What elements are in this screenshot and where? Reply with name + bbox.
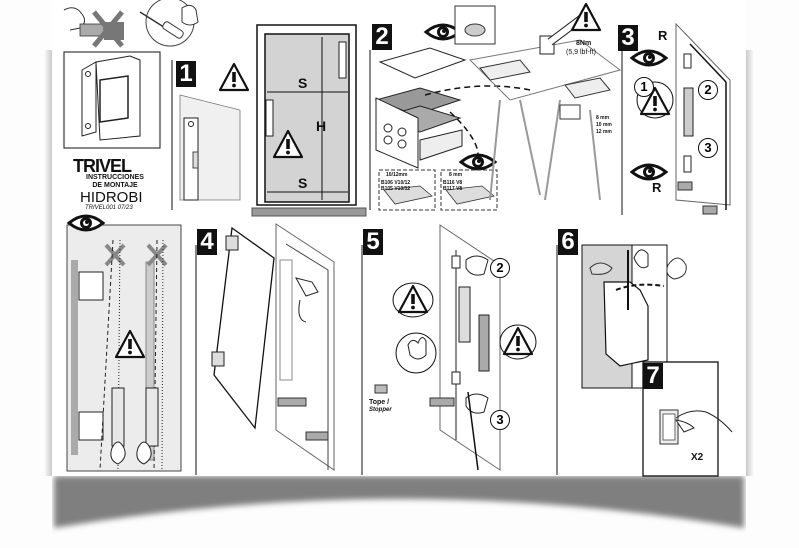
callout-2: 2 — [698, 80, 718, 100]
subtitle-line1: INSTRUCCIONES — [86, 174, 144, 181]
brand-logo: TRIVEL — [73, 156, 132, 176]
page-curl-shadow — [54, 476, 744, 528]
page-shadow-left — [44, 50, 54, 476]
step1-illustration — [179, 24, 367, 217]
warning-icon — [570, 2, 602, 32]
step-number-5: 5 — [363, 229, 383, 255]
variant-a-thickness: 10/12mm — [386, 172, 408, 178]
step2-illustration — [374, 2, 622, 211]
hand-icon — [674, 419, 695, 433]
thumbs-up-icon — [110, 441, 126, 465]
reference-label-bottom: R — [652, 180, 662, 195]
step-number-3: 3 — [618, 25, 638, 51]
step5-illustration — [374, 224, 537, 471]
step-number-2: 2 — [372, 24, 392, 50]
callout-2: 2 — [490, 258, 510, 278]
screwdriver-icon — [633, 249, 649, 269]
stopper-label-en: Stopper — [369, 407, 392, 413]
eye-icon — [459, 153, 497, 171]
thumbs-up-icon — [136, 441, 152, 465]
stopper-label: Tope / — [369, 399, 390, 406]
step-number-7: 7 — [643, 363, 663, 389]
alignment-check-illustration — [66, 214, 182, 472]
step3-illustration — [630, 22, 731, 215]
screwdriver-ok-icon — [139, 0, 199, 47]
variant-a-model: B106 V10/12 — [381, 180, 411, 186]
hand-icon — [465, 393, 489, 414]
variant-b-model: B117 V8 — [443, 186, 463, 192]
torque-value: 8Nm — [576, 40, 592, 47]
warning-icon — [218, 62, 250, 92]
gap-value-10: 10 mm — [596, 122, 612, 128]
subtitle-line2: DE MONTAJE — [92, 182, 138, 189]
model-name: HIDROBI — [80, 189, 143, 206]
reference-label-top: R — [658, 28, 668, 43]
stopper-icon — [374, 384, 388, 394]
dimension-width-bottom: S — [298, 175, 308, 191]
turtle-icon — [589, 262, 613, 275]
hinge-product-image — [63, 51, 161, 149]
step-number-4: 4 — [197, 229, 217, 255]
eye-icon — [630, 49, 668, 67]
dimension-width-top: S — [298, 75, 308, 91]
document-code: TRIVEL001 07/23 — [85, 205, 133, 211]
ok-hand-icon — [407, 337, 427, 360]
step-number-1: 1 — [176, 61, 196, 87]
hand-icon — [465, 255, 489, 276]
page-shadow-right — [744, 50, 754, 476]
callout-3: 3 — [698, 138, 718, 158]
variant-b-thickness: 8 mm — [449, 172, 463, 178]
eye-icon — [630, 163, 668, 181]
gap-value-12: 12 mm — [596, 129, 612, 135]
gap-value-8: 8 mm — [596, 115, 610, 121]
rabbit-icon — [666, 257, 687, 280]
callout-1: 1 — [634, 77, 654, 97]
dimension-height: H — [316, 118, 327, 134]
step4-illustration — [211, 223, 335, 471]
variant-a-model: B105 V10/12 — [381, 186, 411, 192]
variant-b-model: B116 V8 — [443, 180, 463, 186]
drill-icon — [295, 277, 319, 297]
callout-3: 3 — [490, 410, 510, 430]
no-power-drill-icon — [63, 7, 124, 48]
eye-icon — [67, 214, 105, 232]
torque-value-imperial: (5,9 lbf-ft) — [566, 49, 596, 56]
step6-illustration — [581, 244, 687, 389]
step-number-6: 6 — [558, 229, 578, 255]
repeat-count: X2 — [691, 452, 704, 463]
